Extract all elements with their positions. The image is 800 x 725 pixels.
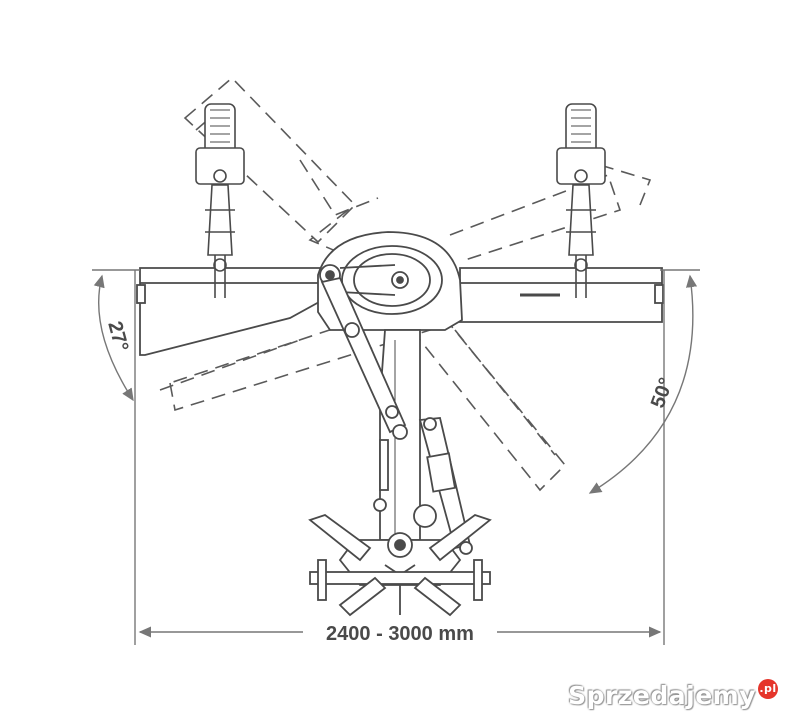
rotor-housing — [317, 231, 463, 331]
angle-left-arc — [93, 274, 134, 402]
wheel-right — [556, 103, 606, 298]
width-dimension-label: 2400 - 3000 mm — [326, 623, 474, 645]
hydraulic-arm — [320, 276, 473, 555]
watermark-text: Sprzedajemy — [568, 681, 756, 710]
watermark-badge: .pl — [758, 679, 778, 699]
wheel-left — [195, 103, 245, 298]
watermark-logo: Sprzedajemy.pl — [568, 679, 778, 710]
three-point-hitch — [308, 513, 492, 617]
angle-right-arc — [588, 274, 698, 494]
